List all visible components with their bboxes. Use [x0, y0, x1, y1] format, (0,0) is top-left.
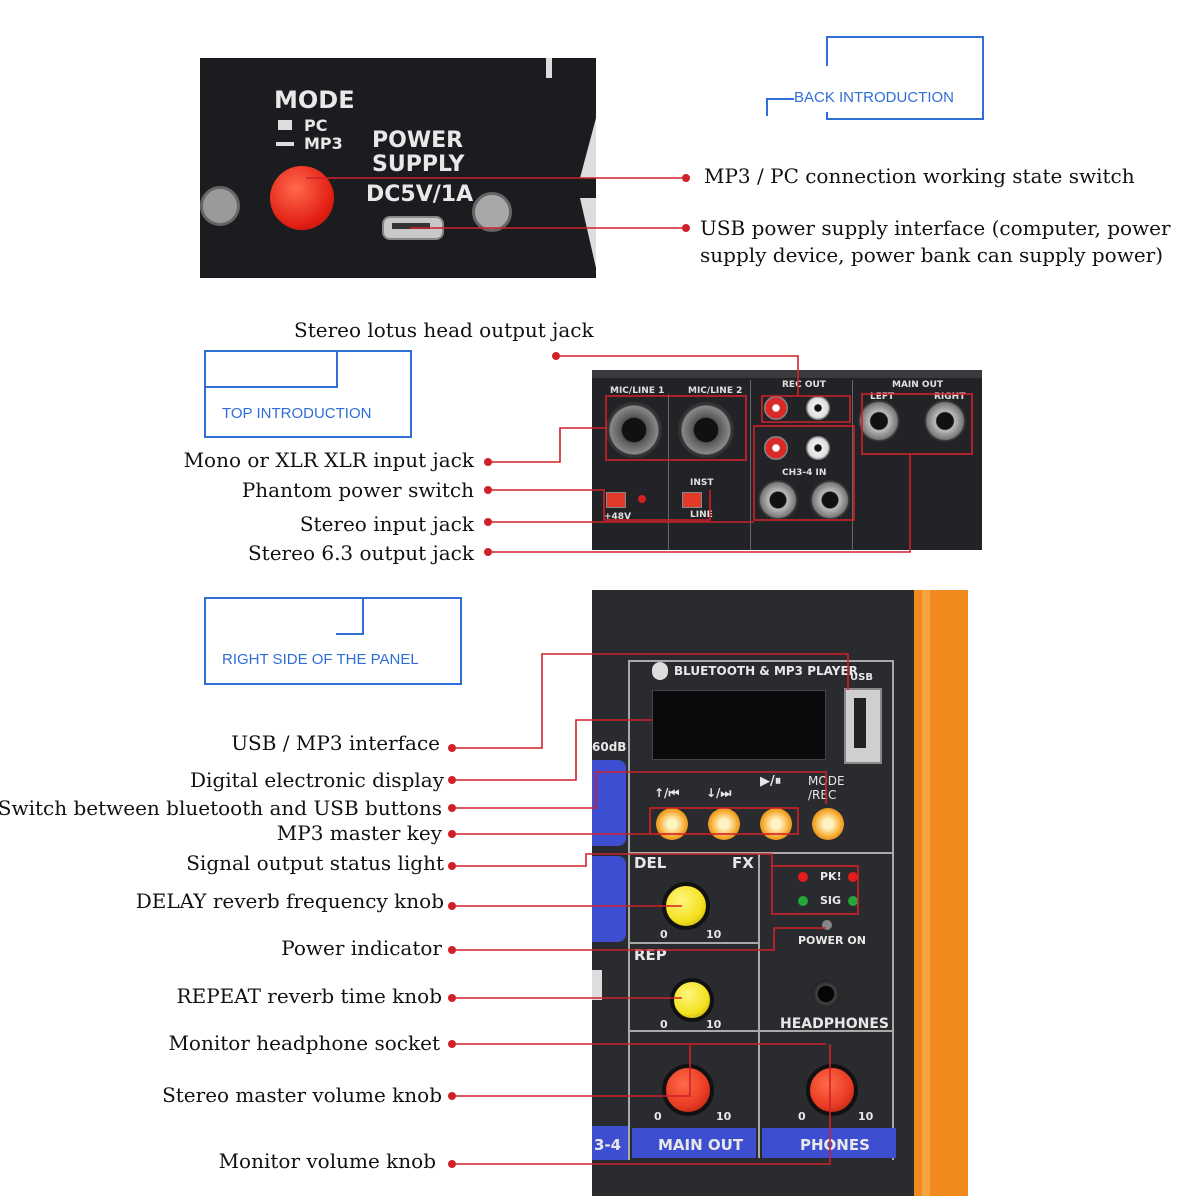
sig-label: SIG	[820, 894, 842, 907]
screw-icon	[472, 192, 512, 232]
pk-label: PK!	[820, 870, 842, 883]
right-section-label: RIGHT SIDE OF THE PANEL	[220, 651, 421, 668]
headphones-label: HEADPHONES	[780, 1016, 889, 1032]
prev-button[interactable]	[656, 808, 688, 840]
play-pause-label: ▶/⏸	[760, 774, 782, 789]
main-vol-max-label: 10	[716, 1110, 732, 1123]
pc-label: PC	[304, 116, 328, 135]
rca-rec-out-left[interactable]	[764, 396, 788, 420]
line-label: LINE	[690, 510, 713, 520]
bluetooth-icon	[652, 662, 668, 680]
mp3-label: MP3	[304, 134, 343, 153]
callout-repeat-knob: REPEAT reverb time knob	[176, 984, 442, 1008]
phantom-label: +48V	[604, 512, 632, 522]
repeat-knob[interactable]	[670, 978, 714, 1022]
mode-switch-button[interactable]	[270, 166, 334, 230]
digital-display	[652, 690, 826, 760]
ch34-tab-label: 3-4	[594, 1136, 622, 1154]
delay-max-label: 10	[706, 928, 722, 941]
callout-lotus: Stereo lotus head output jack	[294, 318, 594, 342]
callout-power-indicator: Power indicator	[281, 936, 442, 960]
inst-label: INST	[690, 478, 714, 488]
rec-out-label: REC OUT	[782, 380, 826, 390]
phones-vol-max-label: 10	[858, 1110, 874, 1123]
supply-label: SUPPLY	[372, 152, 465, 177]
callout-mode-switch: MP3 / PC connection working state switch	[704, 164, 1135, 188]
back-section-label: BACK INTRODUCTION	[792, 89, 957, 106]
peak-led-left	[798, 872, 808, 882]
sig-led-right	[848, 896, 858, 906]
callout-usb-power-line1: USB power supply interface (computer, po…	[700, 216, 1171, 240]
back-panel-photo: MODE PC MP3 POWER SUPPLY DC5V/1A	[200, 58, 596, 278]
phantom-power-switch[interactable]	[606, 492, 626, 508]
rec-button-label: /REC	[808, 788, 837, 802]
rca-in-left[interactable]	[764, 436, 788, 460]
phones-vol-min-label: 0	[798, 1110, 806, 1123]
callout-signal-light: Signal output status light	[186, 851, 444, 875]
callout-usb-mp3: USB / MP3 interface	[231, 731, 440, 755]
inst-line-switch[interactable]	[682, 492, 702, 508]
phantom-led	[638, 495, 646, 503]
repeat-max-label: 10	[706, 1018, 722, 1031]
right-section-frame	[204, 597, 462, 685]
power-led	[822, 920, 832, 930]
ch34-jack-right[interactable]	[810, 480, 850, 520]
headphone-socket[interactable]	[812, 980, 840, 1008]
power-on-label: POWER ON	[798, 934, 866, 947]
del-label: DEL	[634, 854, 667, 872]
callout-mp3-key: MP3 master key	[276, 821, 442, 845]
rca-rec-out-right[interactable]	[806, 396, 830, 420]
top-section-frame	[204, 350, 412, 438]
callout-master-volume: Stereo master volume knob	[162, 1083, 442, 1107]
next-button-label: ↓/⏭	[706, 786, 732, 800]
main-out-label: MAIN OUT	[892, 380, 944, 390]
ch34-label: CH3-4 IN	[782, 468, 827, 478]
fx-label: FX	[732, 854, 754, 872]
side-panel-photo: 60dB 3-4 BLUETOOTH & MP3 PLAYER USB ↑/⏮ …	[592, 590, 968, 1196]
play-pause-button[interactable]	[760, 808, 792, 840]
main-out-jack-right[interactable]	[924, 400, 966, 442]
callout-xlr: Mono or XLR XLR input jack	[183, 448, 474, 472]
callout-delay-knob: DELAY reverb frequency knob	[135, 889, 444, 913]
callout-phantom: Phantom power switch	[241, 478, 474, 502]
xlr-jack-1[interactable]	[606, 402, 662, 458]
delay-min-label: 0	[660, 928, 668, 941]
mic1-label: MIC/LINE 1	[610, 386, 665, 396]
bluetooth-title: BLUETOOTH & MP3 PLAYER	[674, 664, 858, 678]
phones-tab: PHONES	[800, 1136, 870, 1154]
prev-button-label: ↑/⏮	[654, 786, 680, 800]
usb-label: USB	[850, 672, 873, 683]
xlr-jack-2[interactable]	[678, 402, 734, 458]
dc-rating-label: DC5V/1A	[366, 182, 474, 207]
main-out-tab: MAIN OUT	[658, 1136, 744, 1154]
rca-in-right[interactable]	[806, 436, 830, 460]
mode-label: MODE	[274, 86, 355, 114]
ch34-jack-left[interactable]	[758, 480, 798, 520]
mode-rec-button[interactable]	[812, 808, 844, 840]
callout-usb-power-line2: supply device, power bank can supply pow…	[700, 243, 1164, 267]
peak-led-right	[848, 872, 858, 882]
phones-volume-knob[interactable]	[806, 1064, 858, 1116]
screw-icon	[200, 186, 240, 226]
repeat-min-label: 0	[660, 1018, 668, 1031]
mode-button-label: MODE	[808, 774, 845, 788]
gain-db-label: 60dB	[592, 740, 627, 754]
power-label: POWER	[372, 128, 464, 153]
main-out-jack-left[interactable]	[858, 400, 900, 442]
callout-stereo-out: Stereo 6.3 output jack	[247, 541, 474, 565]
main-volume-knob[interactable]	[662, 1064, 714, 1116]
callout-stereo-in: Stereo input jack	[299, 512, 474, 536]
callout-switch-bt: Switch between bluetooth and USB buttons	[0, 796, 442, 820]
callout-headphone-socket: Monitor headphone socket	[168, 1031, 440, 1055]
delay-knob[interactable]	[662, 882, 710, 930]
top-panel-photo: MIC/LINE 1 MIC/LINE 2 REC OUT MAIN OUT L…	[592, 370, 982, 550]
top-section-label: TOP INTRODUCTION	[220, 405, 374, 422]
main-vol-min-label: 0	[654, 1110, 662, 1123]
callout-display: Digital electronic display	[190, 768, 444, 792]
next-button[interactable]	[708, 808, 740, 840]
callout-monitor-volume: Monitor volume knob	[218, 1149, 436, 1173]
sig-led-left	[798, 896, 808, 906]
mic2-label: MIC/LINE 2	[688, 386, 743, 396]
rep-label: REP	[634, 946, 667, 964]
